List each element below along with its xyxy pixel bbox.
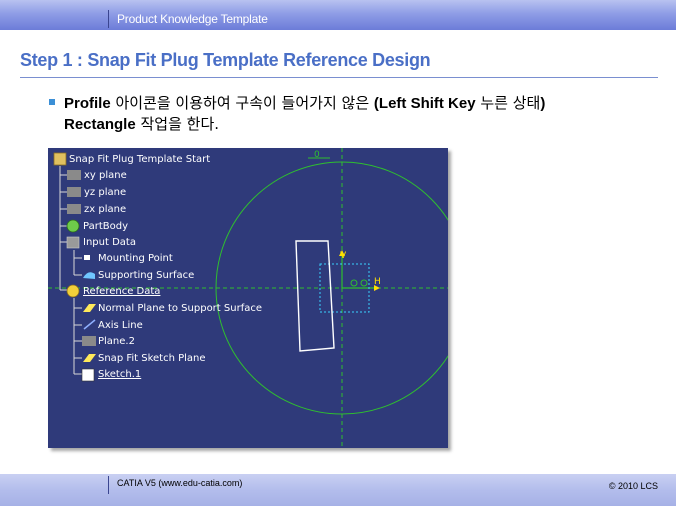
instruction-part7: 작업을 한다. (135, 115, 220, 133)
origin-marker-icon (350, 279, 358, 287)
footer-copyright: © 2010 LCS (608, 481, 658, 491)
origin-marker-icon (360, 279, 368, 287)
instruction-text: Profile 아이콘을 이용하여 구속이 들어가지 않은 (Left Shif… (64, 93, 654, 135)
part-icon (53, 152, 67, 166)
header-title: Product Knowledge Template (117, 12, 268, 26)
rectangle-profile[interactable] (295, 240, 335, 352)
tree-item-zx-plane[interactable]: zx plane (84, 204, 127, 215)
plane-icon (83, 354, 96, 362)
plane-icon (67, 187, 81, 197)
point-icon (84, 255, 90, 260)
footer-source: CATIA V5 (www.edu-catia.com) (117, 478, 243, 488)
gear-icon (66, 219, 80, 233)
tree-item-snap-fit-sketch-plane[interactable]: Snap Fit Sketch Plane (98, 353, 206, 364)
plane-icon (82, 336, 96, 346)
top-dimension-label: 0 (314, 150, 320, 160)
tree-icons (53, 152, 96, 382)
footer-separator (108, 476, 109, 494)
plane-icon (67, 204, 81, 214)
tree-item-supporting-surface[interactable]: Supporting Surface (98, 270, 195, 281)
plane-icon (67, 170, 81, 180)
header-bar: Product Knowledge Template (0, 0, 676, 30)
sketch-icon (81, 368, 95, 382)
tree-item-sketch-1[interactable]: Sketch.1 (98, 369, 142, 380)
geometrical-set-icon (66, 236, 80, 249)
instruction-rectangle: Rectangle (64, 116, 136, 133)
tree-item-axis-line[interactable]: Axis Line (98, 320, 143, 331)
surface-icon (83, 272, 95, 279)
v-axis-label: V (340, 251, 347, 261)
catia-screenshot: Snap Fit Plug Template Start xy plane yz… (48, 148, 448, 448)
v-arrow-icon (339, 250, 345, 256)
instruction-part4: 누른 상태 (475, 94, 541, 112)
tree-item-root[interactable]: Snap Fit Plug Template Start (69, 154, 211, 165)
instruction-profile: Profile (64, 95, 111, 112)
tree-item-normal-plane[interactable]: Normal Plane to Support Surface (98, 303, 262, 314)
sketch-axis-arrows (341, 252, 378, 289)
bullet-icon (49, 99, 55, 105)
tree-item-yz-plane[interactable]: yz plane (84, 187, 127, 198)
tree-connectors (59, 166, 82, 375)
title-divider (20, 77, 658, 78)
tree-item-partbody[interactable]: PartBody (83, 221, 128, 232)
h-axis-label: H (374, 277, 381, 287)
page-title: Step 1 : Snap Fit Plug Template Referenc… (20, 50, 431, 70)
instruction-close-paren: ) (540, 95, 546, 112)
tree-item-input-data[interactable]: Input Data (83, 237, 136, 248)
tree-item-reference-data[interactable]: Reference Data (83, 286, 161, 297)
geometrical-set-icon (66, 284, 80, 298)
tree-item-mounting-point[interactable]: Mounting Point (98, 253, 173, 264)
instruction-part2: 아이콘을 이용하여 구속이 들어가지 않은 (110, 94, 374, 112)
tree-item-xy-plane[interactable]: xy plane (84, 170, 127, 181)
sketch-viewport (48, 148, 448, 448)
header-separator (108, 10, 109, 28)
tree-item-plane-2[interactable]: Plane.2 (98, 336, 135, 347)
line-icon (83, 319, 96, 330)
instruction-shift-key: (Left Shift Key (373, 95, 476, 112)
footer-bar: CATIA V5 (www.edu-catia.com) © 2010 LCS (0, 474, 676, 506)
selection-box[interactable] (319, 263, 370, 313)
h-arrow-icon (374, 285, 380, 291)
plane-icon (83, 304, 96, 312)
